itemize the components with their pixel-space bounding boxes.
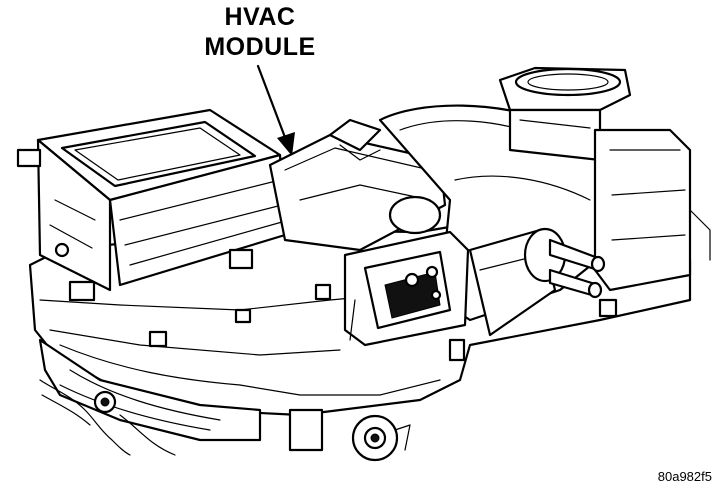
figure-id-label: 80a982f5 [657,469,712,484]
callout-line-2: MODULE [204,33,316,61]
left-air-outlet-duct [16,108,287,302]
top-cover [268,118,447,252]
callout-line-1: HVAC [224,3,296,31]
lower-case [38,338,262,456]
air-inlet-housing [498,66,632,162]
mounting-clips [148,283,618,362]
hvac-module-callout: HVAC MODULE [180,2,340,62]
recirculation-door-housing [593,128,711,292]
drain-fittings [288,408,411,462]
callout-leader-arrow [256,64,295,156]
heater-core-tubes [523,227,606,299]
mode-door-actuator [343,230,470,347]
